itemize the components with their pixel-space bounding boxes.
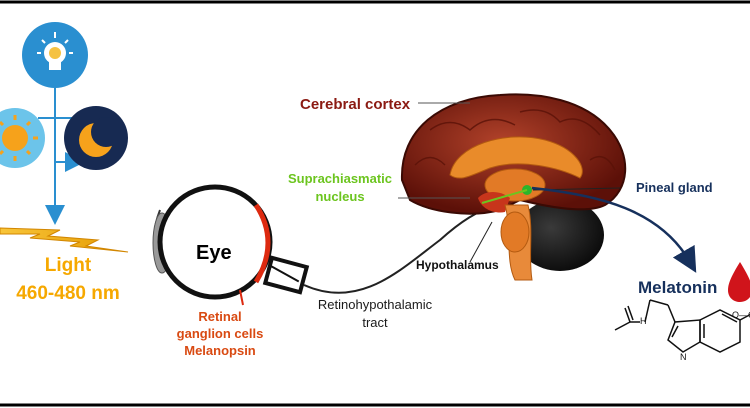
amine-h-label: H [640,316,647,326]
scn-label-line1: Suprachiasmatic [287,171,393,186]
melatonin-label: Melatonin [638,278,718,297]
rgc-label-line3: Melanopsin [184,343,256,358]
light-bolt [0,227,129,253]
lightbulb-icon [22,22,88,88]
brain-diagram [400,93,627,281]
scn-label: Suprachiasmatic nucleus [275,170,405,206]
melatonin-structure [614,299,750,353]
sun-icon [0,108,45,168]
blood-drop-icon [728,262,750,302]
rht-label-line1: Retinohypothalamic [317,297,433,312]
moon-icon [64,106,128,170]
hypothalamus-label: Hypothalamus [416,258,499,272]
melatonin-arrow [531,186,697,273]
rgc-label-line2: ganglion cells [176,326,264,341]
indole-n-label: N [680,352,687,362]
scn-connection-line [481,189,528,204]
rgc-label-line1: Retinal [198,309,242,324]
light-title: Light [44,255,92,276]
rht-label: Retinohypothalamic tract [300,296,450,332]
cerebral-cortex-label: Cerebral cortex [300,96,411,113]
eye-diagram [152,184,310,306]
rht-label-line2: tract [362,315,388,330]
rgc-label: Retinal ganglion cells Melanopsin [160,308,280,359]
light-label: Light 460-480 nm [8,252,128,308]
wavelength-label: 460-480 nm [16,283,120,304]
hypothalamus-leader-line [469,221,493,263]
scn-label-line2: nucleus [315,189,365,204]
retinohypothalamic-tract-line [303,204,499,294]
eye-label: Eye [196,242,232,264]
pineal-gland-label: Pineal gland [636,180,713,195]
methoxy-label: O—CH [732,310,750,320]
